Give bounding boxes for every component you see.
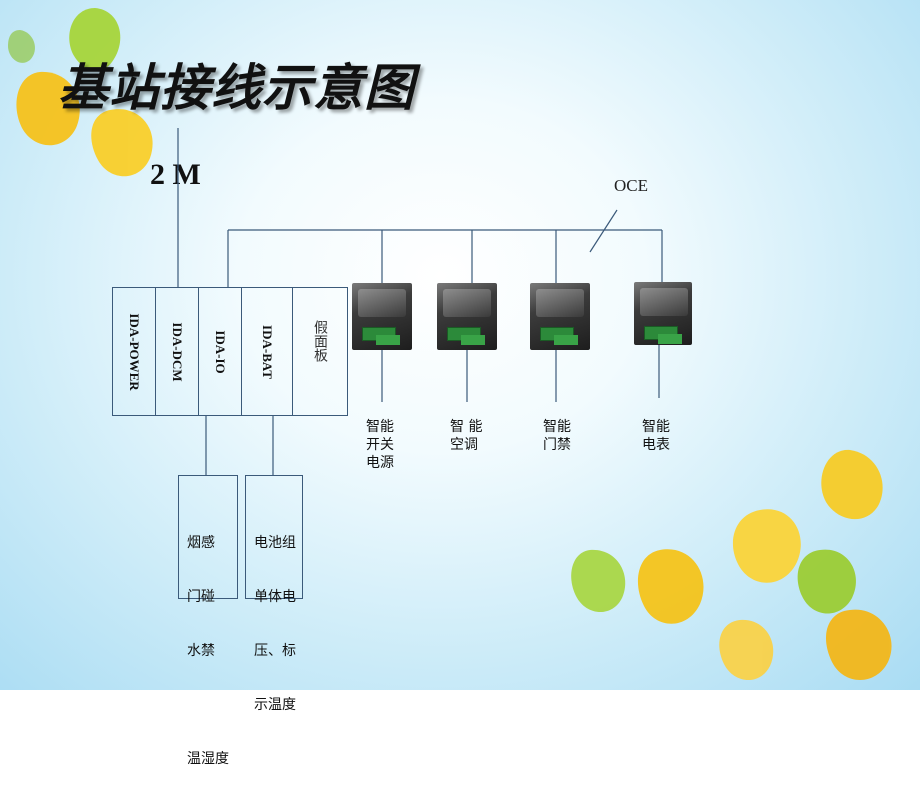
- module-ida-dcm: IDA-DCM: [155, 287, 199, 416]
- device-label-2-line-1: 智 能: [450, 419, 483, 435]
- module-ida-bat-label: IDA-BAT: [260, 324, 275, 379]
- io-box-line-1: 烟感: [187, 535, 215, 551]
- device-label-4-line-1: 智能: [642, 419, 670, 435]
- bat-box-line-3: 压、标: [254, 643, 296, 659]
- line-oce-pointer: [589, 209, 618, 253]
- io-box-line-2: 门碰: [187, 589, 215, 605]
- bat-box-line-4: 示温度: [254, 697, 296, 713]
- device-label-2: 智 能 空调: [450, 418, 482, 454]
- connection-lines: [177, 128, 663, 475]
- device-label-3: 智能 门禁: [543, 418, 571, 454]
- io-box-line-3: 水禁: [187, 643, 215, 659]
- module-dummy-panel-label: 假面板: [312, 320, 328, 362]
- device-label-1-line-1: 智能: [366, 419, 394, 435]
- module-ida-dcm-label: IDA-DCM: [170, 321, 185, 382]
- bat-box-line-1: 电池组: [254, 535, 296, 551]
- module-ida-io-label: IDA-IO: [213, 329, 228, 374]
- device-image-3: [530, 283, 590, 350]
- device-label-4: 智能 电表: [642, 418, 670, 454]
- module-ida-power: IDA-POWER: [112, 287, 156, 416]
- io-sensor-box-text: 烟感 门碰 水禁 温湿度: [187, 498, 229, 804]
- io-sensor-box: 烟感 门碰 水禁 温湿度: [178, 475, 238, 767]
- io-box-line-5: 温湿度: [187, 751, 229, 767]
- module-ida-io: IDA-IO: [198, 287, 242, 416]
- device-image-4: [634, 282, 692, 345]
- device-label-3-line-2: 门禁: [543, 437, 571, 453]
- device-label-1: 智能 开关 电源: [366, 418, 394, 472]
- page-title: 基站接线示意图: [58, 59, 415, 117]
- module-dummy-panel: 假面板: [292, 287, 348, 416]
- label-oce: OCE: [614, 176, 648, 195]
- device-image-1: [352, 283, 412, 350]
- device-image-2: [437, 283, 497, 350]
- module-ida-bat: IDA-BAT: [241, 287, 293, 416]
- decorative-leaves-bottom-right: [571, 449, 892, 681]
- battery-box: 电池组 单体电 压、标 示温度: [245, 475, 303, 713]
- label-2m: 2 M: [150, 158, 201, 191]
- module-ida-power-label: IDA-POWER: [127, 312, 142, 391]
- device-label-2-line-2: 空调: [450, 437, 478, 453]
- device-label-1-line-3: 电源: [366, 455, 394, 471]
- bat-box-line-2: 单体电: [254, 589, 296, 605]
- decorative-leaves-top-left: [8, 8, 153, 177]
- device-label-4-line-2: 电表: [642, 437, 670, 453]
- battery-box-text: 电池组 单体电 压、标 示温度: [254, 498, 296, 750]
- device-label-3-line-1: 智能: [543, 419, 571, 435]
- device-label-1-line-2: 开关: [366, 437, 394, 453]
- io-box-line-4: [187, 696, 229, 714]
